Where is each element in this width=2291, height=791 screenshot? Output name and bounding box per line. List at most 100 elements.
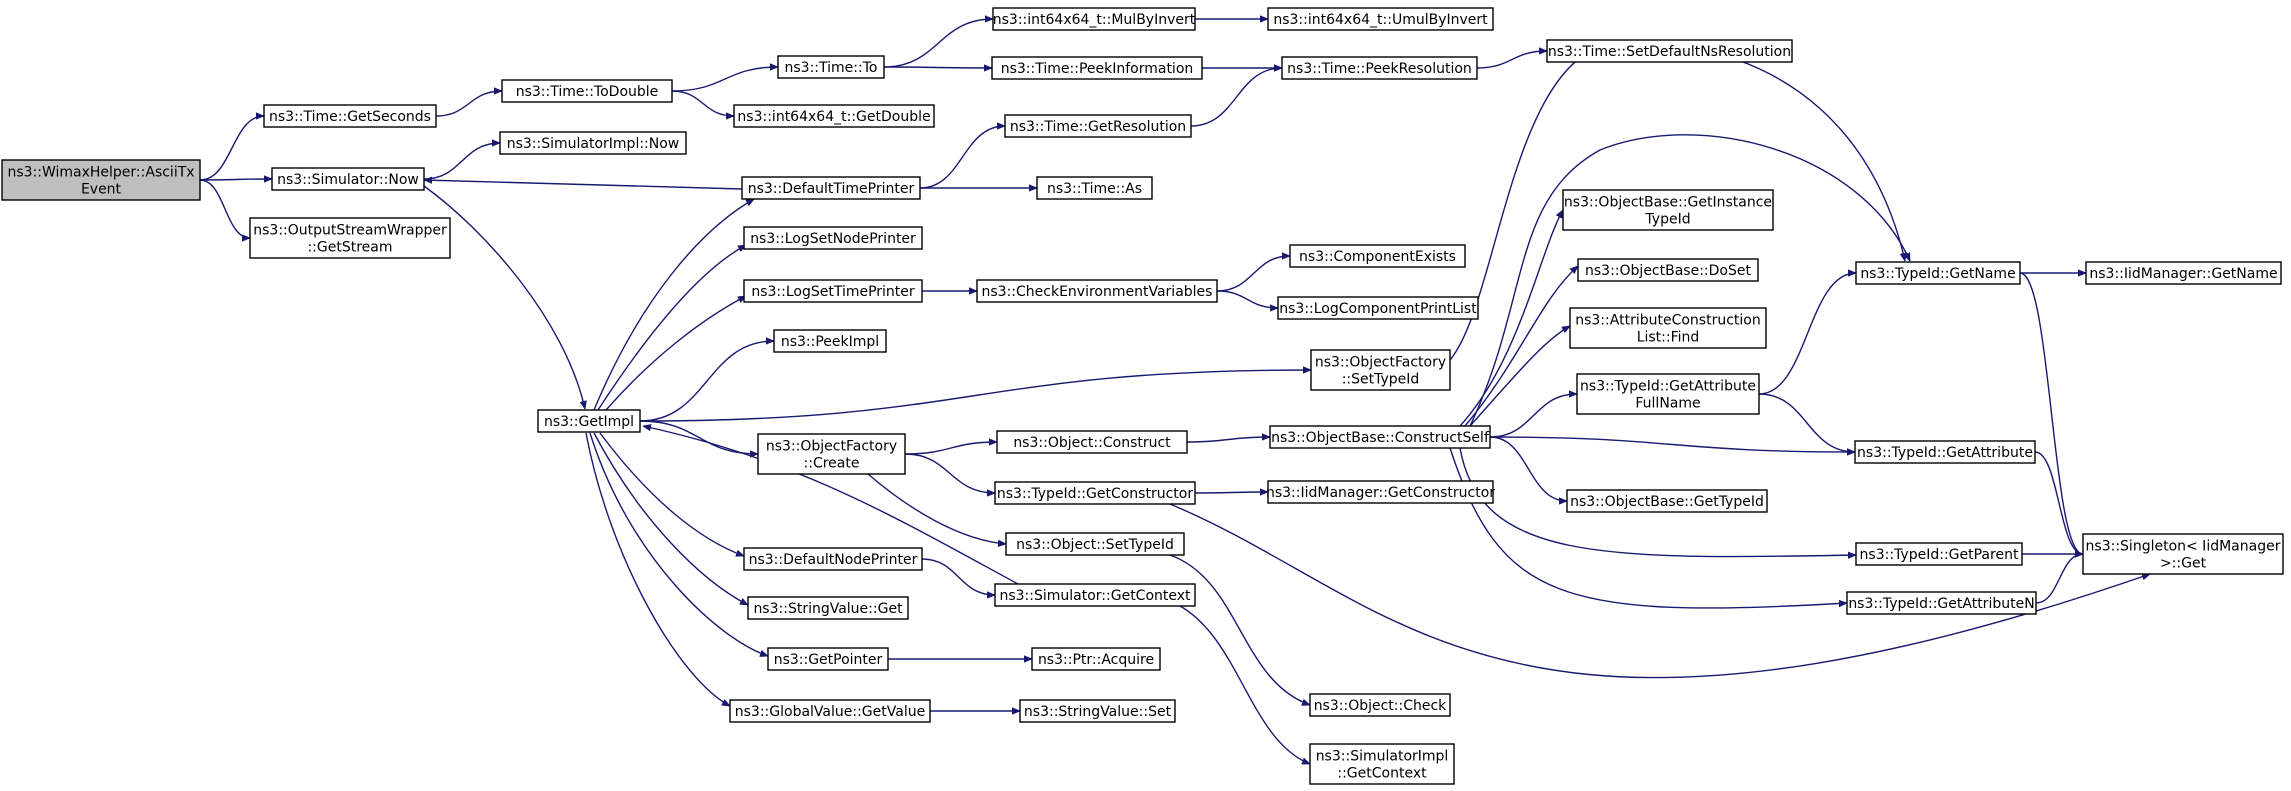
node-tidgetattribute[interactable]: ns3::TypeId::GetAttribute <box>1854 440 2036 464</box>
node-box[interactable] <box>1310 349 1451 391</box>
node-ofcreate[interactable]: ns3::ObjectFactory::Create <box>757 433 906 475</box>
node-box[interactable] <box>1309 693 1451 717</box>
node-iidgetname[interactable]: ns3::IidManager::GetName <box>2085 261 2282 285</box>
node-box[interactable] <box>1854 440 2036 464</box>
node-box[interactable] <box>777 55 885 79</box>
node-box[interactable] <box>1277 296 1479 320</box>
node-box[interactable] <box>1267 480 1494 504</box>
node-timeas[interactable]: ns3::Time::As <box>1036 176 1153 200</box>
node-box[interactable] <box>741 176 921 200</box>
node-box[interactable] <box>499 131 687 155</box>
node-box[interactable] <box>757 433 906 475</box>
node-simgetcontext[interactable]: ns3::Simulator::GetContext <box>994 583 1196 607</box>
node-svset[interactable]: ns3::StringValue::Set <box>1019 699 1176 723</box>
node-tidgetparent[interactable]: ns3::TypeId::GetParent <box>1855 542 2023 566</box>
node-box[interactable] <box>994 583 1196 607</box>
node-box[interactable] <box>1281 56 1478 80</box>
node-simimplnow[interactable]: ns3::SimulatorImpl::Now <box>499 131 687 155</box>
node-box[interactable] <box>747 596 909 620</box>
node-box[interactable] <box>1566 489 1768 513</box>
node-box[interactable] <box>1036 176 1153 200</box>
node-box[interactable] <box>1 159 201 201</box>
node-getseconds[interactable]: ns3::Time::GetSeconds <box>263 104 437 128</box>
node-obgettypeid[interactable]: ns3::ObjectBase::GetTypeId <box>1566 489 1768 513</box>
node-box[interactable] <box>1309 743 1455 785</box>
node-getdouble[interactable]: ns3::int64x64_t::GetDouble <box>733 104 935 128</box>
node-todouble[interactable]: ns3::Time::ToDouble <box>501 79 673 103</box>
node-box[interactable] <box>1004 114 1192 138</box>
node-osw[interactable]: ns3::OutputStreamWrapper::GetStream <box>249 217 451 259</box>
node-lsnp[interactable]: ns3::LogSetNodePrinter <box>743 226 923 250</box>
node-box[interactable] <box>537 409 641 433</box>
node-box[interactable] <box>729 699 931 723</box>
node-box[interactable] <box>501 79 673 103</box>
node-logcpl[interactable]: ns3::LogComponentPrintList <box>1277 296 1479 320</box>
node-box[interactable] <box>743 547 923 571</box>
node-box[interactable] <box>1576 373 1760 415</box>
node-lstp[interactable]: ns3::LogSetTimePrinter <box>743 279 923 303</box>
node-ptracquire[interactable]: ns3::Ptr::Acquire <box>1031 647 1161 671</box>
node-svget[interactable]: ns3::StringValue::Get <box>747 596 909 620</box>
node-simnow[interactable]: ns3::Simulator::Now <box>271 167 425 191</box>
node-box[interactable] <box>1577 258 1759 282</box>
node-iidgetconstructor[interactable]: ns3::IidManager::GetConstructor <box>1266 480 1495 504</box>
node-doset[interactable]: ns3::ObjectBase::DoSet <box>1577 258 1759 282</box>
node-box[interactable] <box>992 7 1196 31</box>
node-box[interactable] <box>767 647 889 671</box>
node-tidgetname[interactable]: ns3::TypeId::GetName <box>1855 261 2021 285</box>
node-box[interactable] <box>1019 699 1176 723</box>
node-box[interactable] <box>1546 39 1793 63</box>
node-simimplgetcontext[interactable]: ns3::SimulatorImpl::GetContext <box>1309 743 1455 785</box>
node-getconstructor[interactable]: ns3::TypeId::GetConstructor <box>994 481 1196 505</box>
node-umulbyinvert[interactable]: ns3::int64x64_t::UmulByInvert <box>1267 7 1494 31</box>
node-tidgetattributen[interactable]: ns3::TypeId::GetAttributeN <box>1846 591 2037 615</box>
node-getimpl[interactable]: ns3::GetImpl <box>537 409 641 433</box>
node-box[interactable] <box>743 226 923 250</box>
node-compexists[interactable]: ns3::ComponentExists <box>1289 244 1466 268</box>
node-box[interactable] <box>1267 7 1494 31</box>
node-box[interactable] <box>1289 244 1466 268</box>
node-box[interactable] <box>1855 261 2021 285</box>
node-deftp[interactable]: ns3::DefaultTimePrinter <box>741 176 921 200</box>
node-getres[interactable]: ns3::Time::GetResolution <box>1004 114 1192 138</box>
node-box[interactable] <box>1269 425 1491 449</box>
node-mulbyinvert[interactable]: ns3::int64x64_t::MulByInvert <box>992 7 1196 31</box>
node-objsettypeid[interactable]: ns3::Object::SetTypeId <box>1005 532 1185 556</box>
node-box[interactable] <box>271 167 425 191</box>
node-box[interactable] <box>976 279 1218 303</box>
node-box[interactable] <box>996 430 1188 454</box>
node-constructself[interactable]: ns3::ObjectBase::ConstructSelf <box>1269 425 1491 449</box>
node-box[interactable] <box>1569 307 1767 349</box>
node-timeto[interactable]: ns3::Time::To <box>777 55 885 79</box>
node-box[interactable] <box>773 329 887 353</box>
node-box[interactable] <box>249 217 451 259</box>
node-box[interactable] <box>2082 533 2284 575</box>
node-peekimpl[interactable]: ns3::PeekImpl <box>773 329 887 353</box>
node-ofsettypeid[interactable]: ns3::ObjectFactory::SetTypeId <box>1310 349 1451 391</box>
node-checkenv[interactable]: ns3::CheckEnvironmentVariables <box>976 279 1218 303</box>
node-objconstruct[interactable]: ns3::Object::Construct <box>996 430 1188 454</box>
node-peekinfo[interactable]: ns3::Time::PeekInformation <box>991 56 1203 80</box>
node-singletonget[interactable]: ns3::Singleton< IidManager >::Get <box>2082 533 2284 575</box>
node-setdefres[interactable]: ns3::Time::SetDefaultNsResolution <box>1546 39 1793 63</box>
node-box[interactable] <box>1005 532 1185 556</box>
node-box[interactable] <box>1562 189 1774 231</box>
node-gvgetvalue[interactable]: ns3::GlobalValue::GetValue <box>729 699 931 723</box>
node-peekres[interactable]: ns3::Time::PeekResolution <box>1281 56 1478 80</box>
node-box[interactable] <box>991 56 1203 80</box>
node-objcheck[interactable]: ns3::Object::Check <box>1309 693 1451 717</box>
node-box[interactable] <box>1031 647 1161 671</box>
node-box[interactable] <box>1846 591 2037 615</box>
node-box[interactable] <box>2085 261 2282 285</box>
node-box[interactable] <box>743 279 923 303</box>
node-getpointer[interactable]: ns3::GetPointer <box>767 647 889 671</box>
node-box[interactable] <box>1855 542 2023 566</box>
node-box[interactable] <box>733 104 935 128</box>
node-defnp[interactable]: ns3::DefaultNodePrinter <box>743 547 923 571</box>
node-box[interactable] <box>263 104 437 128</box>
node-box[interactable] <box>994 481 1196 505</box>
